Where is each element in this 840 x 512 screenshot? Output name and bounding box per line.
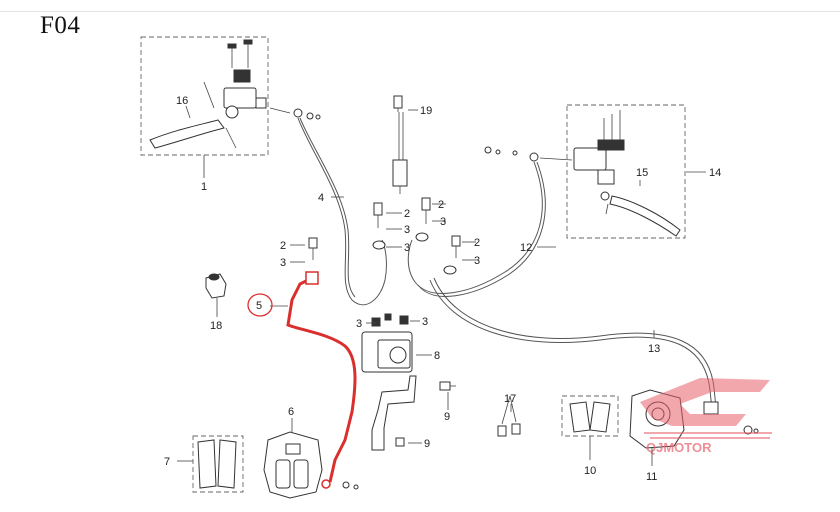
callout-2-d: 2 xyxy=(474,237,480,249)
callout-12: 12 xyxy=(520,242,532,254)
callout-3-g: 3 xyxy=(422,316,428,328)
callout-3-c: 3 xyxy=(404,242,410,254)
brake-hose-13-outline xyxy=(433,277,717,409)
callout-8: 8 xyxy=(434,350,440,362)
callout-1: 1 xyxy=(201,181,207,193)
callout-5-highlight-circle xyxy=(247,293,273,317)
callout-3-d: 3 xyxy=(440,216,446,228)
callout-2-c: 2 xyxy=(438,199,444,211)
rear-brake-pads xyxy=(569,401,611,433)
right-master-cylinder xyxy=(573,110,625,201)
left-brake-lever xyxy=(149,119,237,149)
callout-15: 15 xyxy=(636,167,648,179)
watermark-text: QJMOTOR xyxy=(646,440,712,455)
abs-bracket xyxy=(371,375,456,451)
bolts-and-washers xyxy=(308,197,461,275)
callout-13: 13 xyxy=(648,343,660,355)
brake-hose-4-outline xyxy=(299,117,356,298)
callout-10: 10 xyxy=(584,465,596,477)
callout-2-b: 2 xyxy=(404,208,410,220)
abs-sensor-19 xyxy=(392,95,408,194)
qjmotor-watermark-logo xyxy=(640,378,772,439)
callout-6: 6 xyxy=(288,406,294,418)
callout-16: 16 xyxy=(176,95,188,107)
callout-3-e: 3 xyxy=(474,255,480,267)
callout-5: 5 xyxy=(256,300,262,312)
callout-leader-lines xyxy=(177,105,706,466)
right-banjo-bolt xyxy=(484,146,573,162)
callout-17: 17 xyxy=(504,393,516,405)
grommet-18 xyxy=(205,273,227,299)
group-box-brake-pads-front xyxy=(192,435,244,493)
highlighted-brake-hose-5 xyxy=(286,271,357,489)
callout-19: 19 xyxy=(420,105,432,117)
front-brake-caliper xyxy=(263,431,359,499)
brake-hose-12 xyxy=(407,161,543,294)
callout-9-upper: 9 xyxy=(444,411,450,423)
abs-modulator xyxy=(361,313,413,373)
callout-3-b: 3 xyxy=(404,224,410,236)
callout-7: 7 xyxy=(164,456,170,468)
brake-hose-13 xyxy=(429,279,713,411)
right-brake-lever xyxy=(605,195,681,237)
callout-2-a: 2 xyxy=(280,240,286,252)
page-title: F04 xyxy=(40,12,81,39)
left-banjo-bolt xyxy=(269,107,321,120)
callout-9-lower: 9 xyxy=(424,438,430,450)
header-divider xyxy=(0,11,840,12)
callout-11: 11 xyxy=(646,471,657,483)
callout-3-f: 3 xyxy=(356,318,362,330)
bleeder-screws xyxy=(497,395,521,437)
callout-3-a: 3 xyxy=(280,257,286,269)
front-brake-pads xyxy=(197,439,237,489)
callout-4: 4 xyxy=(318,192,324,204)
brake-hose-12-outline xyxy=(417,161,546,297)
callout-14: 14 xyxy=(709,167,721,179)
callout-18: 18 xyxy=(210,320,222,332)
left-master-cylinder xyxy=(203,39,267,119)
group-box-right-master-cylinder xyxy=(566,104,686,239)
brake-hose-4 xyxy=(297,117,387,306)
group-box-left-master-cylinder xyxy=(140,36,269,156)
hose-5-red-path xyxy=(286,276,357,483)
